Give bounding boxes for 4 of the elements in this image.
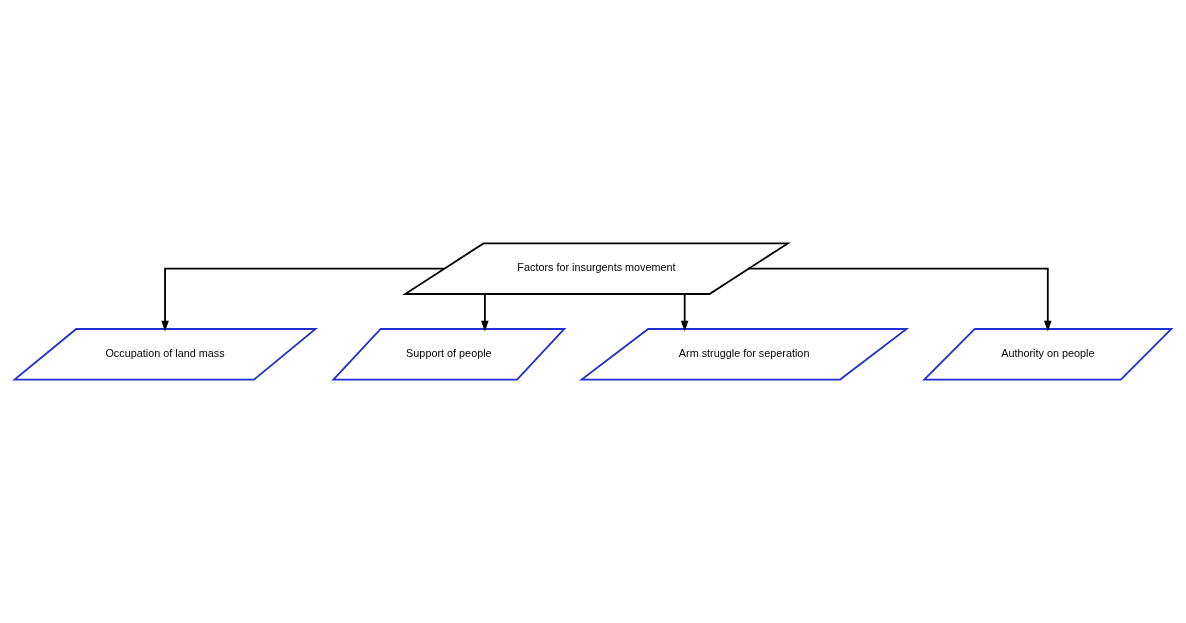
arrow bbox=[161, 267, 446, 332]
arrow bbox=[481, 293, 489, 332]
arrow bbox=[680, 293, 689, 332]
arrow bbox=[747, 267, 1052, 332]
